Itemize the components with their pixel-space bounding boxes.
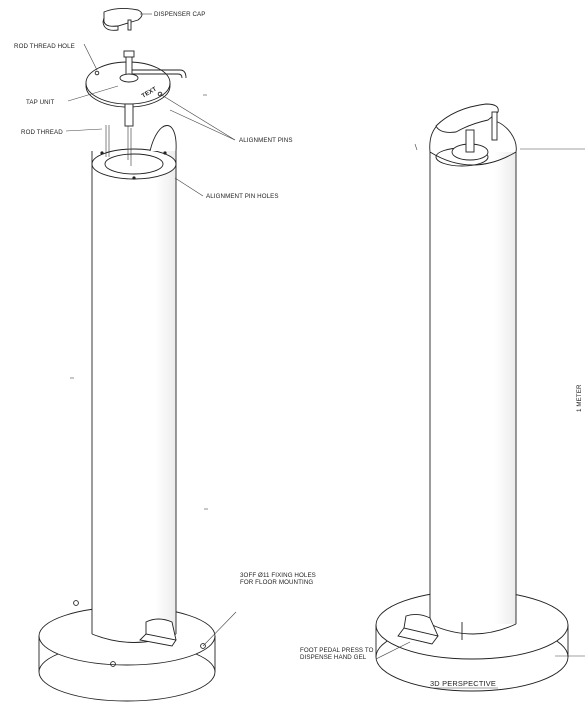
label-dispenser-cap: DISPENSER CAP <box>154 11 206 18</box>
right-leaders <box>375 143 585 689</box>
alignment-pin-hole-1 <box>100 151 104 155</box>
fixing-hole-2 <box>200 643 206 649</box>
alignment-pin-hole-2 <box>163 151 167 155</box>
fixing-hole-3 <box>110 661 116 667</box>
label-height: 1 METER <box>576 384 583 412</box>
fixing-hole-1 <box>73 600 79 606</box>
label-tap-unit: TAP UNIT <box>26 99 55 106</box>
label-foot-pedal-line2: DISPENSE HAND GEL <box>300 654 367 661</box>
label-alignment-pin-holes: ALIGNMENT PIN HOLES <box>206 193 279 200</box>
label-fixing-holes-line2: FOR FLOOR MOUNTING <box>240 579 313 586</box>
label-alignment-pins: ALIGNMENT PINS <box>239 137 293 144</box>
label-rod-thread-hole: ROD THREAD HOLE <box>14 43 75 50</box>
alignment-pin-hole-3 <box>132 176 136 180</box>
label-foot-pedal-line1: FOOT PEDAL PRESS TO <box>300 647 374 654</box>
label-rod-thread: ROD THREAD <box>21 129 63 136</box>
tap-unit-disc: TEXT <box>85 50 187 160</box>
assembled-view <box>375 103 569 692</box>
left-column <box>91 125 177 647</box>
left-leaders <box>65 13 237 647</box>
view-title: 3D PERSPECTIVE <box>430 679 496 688</box>
exploded-view: TEXT <box>38 7 216 702</box>
label-fixing-holes-line1: 3OFF Ø11 FIXING HOLES <box>240 572 316 579</box>
dispenser-cap <box>102 7 143 31</box>
right-column <box>397 103 517 645</box>
